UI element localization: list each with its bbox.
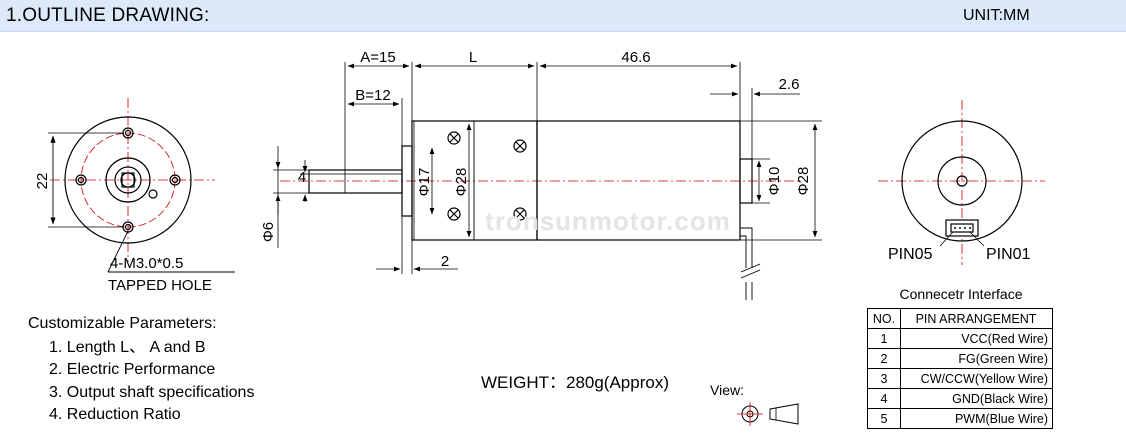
table-row: 1 VCC(Red Wire) [867, 328, 1053, 349]
view-symbol [737, 402, 799, 426]
customizable-parameters: Customizable Parameters: 1. Length L、 A … [28, 313, 254, 427]
pin-no: 3 [867, 368, 901, 389]
table-header-row: NO. PIN ARRANGEMENT [867, 308, 1053, 329]
param-item: 3. Output shaft specifications [49, 383, 255, 401]
section-title: 1.OUTLINE DRAWING: [6, 5, 210, 26]
header-no: NO. [867, 308, 901, 329]
dim-4: 4 [298, 169, 306, 186]
table-row: 2 FG(Green Wire) [867, 348, 1053, 369]
unit-label: UNIT:MM [963, 7, 1030, 24]
pin-arrangement: FG(Green Wire) [900, 348, 1053, 369]
table-row: 5 PWM(Blue Wire) [867, 408, 1053, 429]
pin-no: 1 [867, 328, 901, 349]
dim-2: 2 [441, 253, 449, 270]
watermark: tronsunmotor.com [485, 206, 731, 236]
dim-phi6: Φ6 [260, 222, 277, 242]
header-pin-arrangement: PIN ARRANGEMENT [900, 308, 1053, 329]
pin-no: 2 [867, 348, 901, 369]
params-title: Customizable Parameters: [28, 315, 217, 332]
table-row: 4 GND(Black Wire) [867, 388, 1053, 409]
dim-phi10: Φ10 [766, 167, 783, 196]
top-dimensions [344, 62, 800, 170]
table-row: 3 CW/CCW(Yellow Wire) [867, 368, 1053, 389]
param-item: 2. Electric Performance [49, 361, 216, 378]
dim-phi17: Φ17 [416, 168, 433, 197]
param-item: 1. Length L、 A and B [49, 338, 206, 356]
inner-dimensions [429, 120, 822, 241]
header-bar: 1.OUTLINE DRAWING: UNIT:MM [0, 0, 1126, 32]
dim-b: B=12 [355, 87, 390, 104]
param-item: 4. Reduction Ratio [49, 406, 181, 423]
rear-view [878, 100, 1045, 265]
pin-no: 5 [867, 408, 901, 429]
pin-arrangement: VCC(Red Wire) [900, 328, 1053, 349]
dim-2-6: 2.6 [779, 76, 800, 93]
connector-table: NO. PIN ARRANGEMENT 1 VCC(Red Wire) 2 FG… [867, 308, 1053, 429]
view-label: View: [710, 382, 744, 398]
dim-phi28-rear: Φ28 [795, 167, 812, 196]
connector-title: Connecetr Interface [899, 286, 1023, 302]
pin-arrangement: PWM(Blue Wire) [900, 408, 1053, 429]
left-dimensions [273, 146, 309, 248]
tapped-hole-label: TAPPED HOLE [108, 277, 212, 294]
bottom-dimension [376, 216, 458, 274]
front-view [48, 98, 235, 273]
pin-arrangement: CW/CCW(Yellow Wire) [900, 368, 1053, 389]
dim-22: 22 [34, 173, 51, 190]
pin01-label: PIN01 [986, 246, 1031, 263]
weight-label: WEIGHT：280g(Approx) [481, 373, 669, 392]
dim-l: L [469, 49, 477, 66]
tapped-hole-spec: 4-M3.0*0.5 [110, 255, 183, 272]
side-view [280, 120, 800, 300]
pin-no: 4 [867, 388, 901, 409]
dim-46-6: 46.6 [621, 49, 650, 66]
pin05-label: PIN05 [888, 246, 933, 263]
pin-arrangement: GND(Black Wire) [900, 388, 1053, 409]
dim-a: A=15 [360, 49, 395, 66]
dim-phi28: Φ28 [453, 168, 470, 197]
